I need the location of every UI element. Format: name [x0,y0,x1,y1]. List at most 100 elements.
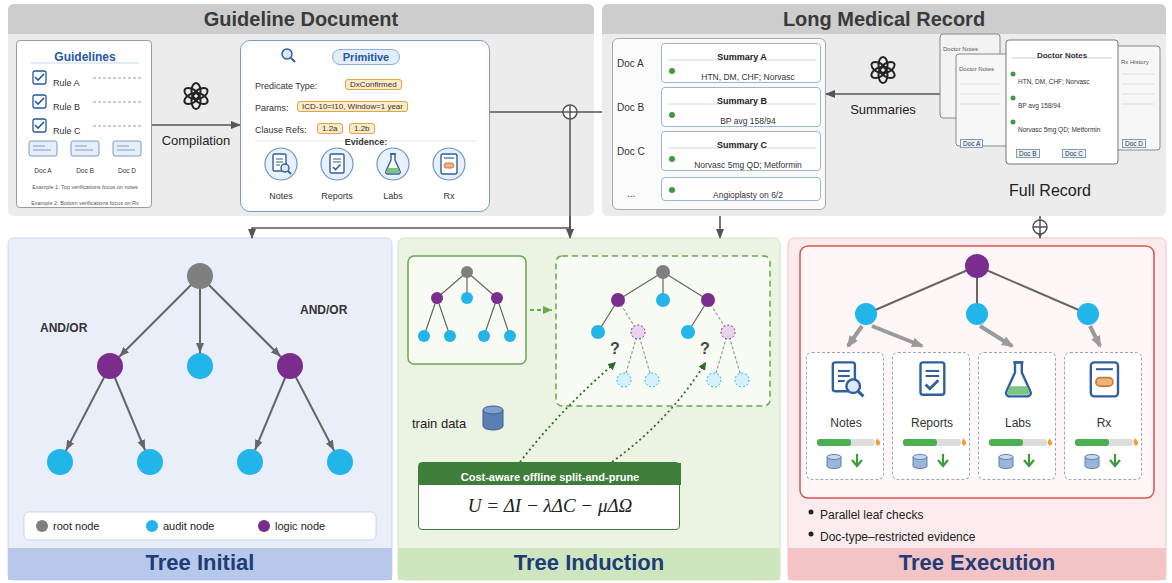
node-text: Doctor Notes [1037,51,1087,60]
record-stack: Doctor NotesDoctor NotesDoctor NotesRx H… [940,34,1160,212]
panel: Tree ExecutionNotesReportsLabsRx [788,238,1166,580]
node-text: Rx [1097,416,1112,430]
text-holder: Doc A [25,159,61,177]
node-text: BP avg 158/94 [720,116,776,126]
node-text: Rule B [53,102,80,112]
node-text: Tree Induction [514,550,664,575]
primitive-card: PrimitivePredicate Type: DxConfirmedParam… [240,40,490,212]
node-text: Doctor Notes [943,46,978,52]
text-holder: Norvasc 5mg QD; Metformin [1018,118,1100,136]
node-text: HTN, DM, CHF; Norvasc [701,72,795,82]
text-holder: Notes [807,413,885,431]
node-text: Notes [830,416,861,430]
text-holder: Clause Refs: [255,119,307,137]
node-text: Clause Refs: [255,125,307,135]
text-holder: U = ΔI − λΔC − μΔΩ [419,495,681,517]
panel: Tree Induction Cost-aware offline split-a… [398,238,780,580]
text-holder: Rule B [53,96,80,114]
node-text: Reports [911,416,953,430]
text-holder: Labs [979,413,1057,431]
legend-text: root node [53,520,99,532]
connector [719,216,721,238]
legend-item: logic node [258,520,325,532]
legend-text: audit node [163,520,214,532]
node-text: Guidelines [54,50,115,64]
node-text: Doc C [617,146,645,157]
text-holder: Doc C [1062,142,1086,160]
node-text: Labs [1005,416,1031,430]
node-text: Rx History [1121,59,1149,65]
node-text: Doc A [617,58,644,69]
node-text: Primitive [332,49,400,65]
annotation: ? [610,340,620,357]
text-holder: Params: [255,97,289,115]
summary-card: Summary A HTN, DM, CHF; Norvasc [661,43,821,83]
induction-trees [408,256,770,462]
node-text: Doctor Notes [959,66,994,72]
node-text: U = ΔI − λΔC − μΔΩ [468,495,633,516]
node-text: Tree Initial [146,550,255,575]
node-text: Norvasc 5mg QD; Metformin [694,160,802,170]
evidence-card: Labs [978,352,1056,480]
text-holder: BP avg 158/94 [678,110,818,128]
annotation: AND/OR [40,321,87,335]
node-text: 1.2b [349,123,375,134]
node-text: Cost-aware offline split-and-prune [461,471,639,483]
text-holder: Doc D [1122,132,1146,150]
text-holder: Predicate Type: [255,75,317,93]
node-text: Labs [383,191,403,201]
node-text: Long Medical Record [783,8,985,30]
evidence-icon: Rx [425,147,473,205]
evidence-card: Notes [806,352,884,480]
text-holder: Norvasc 5mg QD; Metformin [678,154,818,172]
node-text: Doc B [1016,149,1040,158]
node-text: HTN, DM, CHF; Norvasc [1018,78,1090,85]
evidence-icon: Notes [257,147,305,205]
text-holder: 1.2b [349,117,375,135]
initial-tree [24,263,376,540]
node-text: Example 1: Top verifications focus on no… [32,184,138,190]
text-holder: AND/OR [300,300,347,318]
annotation: Doc-type–restricted evidence [820,530,975,544]
text-holder: Example 2: Bottom verifications focus on… [22,191,148,209]
node-text: Summary A [717,52,767,62]
node-text: BP avg 158/94 [1018,102,1061,109]
node-text: ... [627,188,635,199]
llm-logo [182,83,209,109]
node-text: DxConfirmed [345,79,402,90]
connector [826,93,940,95]
text-holder: Rule A [53,72,80,90]
text-holder: HTN, DM, CHF; Norvasc [678,66,818,84]
text-holder: ? [610,340,620,358]
text-holder: Labs [369,185,417,203]
text-holder: Doc A [617,53,644,71]
text-holder: Angioplasty on 6/2 [678,184,818,202]
text-holder: Rx History [1121,50,1149,68]
text-holder: Compilation [160,131,233,149]
text-holder: Full Record [940,182,1160,200]
node-text: Doc A [34,167,51,174]
node-text: Summary C [717,140,767,150]
summary-card: Summary B BP avg 158/94 [661,87,821,127]
node-text: Reports [321,191,353,201]
text-holder: BP avg 158/94 [1018,94,1061,112]
execution-tree [800,246,1154,537]
evidence-card: Reports [892,352,970,480]
summary-card: Angioplasty on 6/2 [661,177,821,201]
text-holder: Doctor Notes [1006,44,1118,62]
legend-item: audit node [146,520,214,532]
node-text: Notes [269,191,293,201]
text-holder: Doctor Notes [959,57,994,75]
text-holder: ? [700,340,710,358]
node-text: Full Record [1009,182,1091,199]
text-holder: 1.2a [317,117,343,135]
text-holder: AND/OR [40,318,87,336]
text-holder: Summary B [662,90,822,108]
text-holder: Doc B [617,97,644,115]
summary-list: Doc A Doc B Doc C... Summary A HTN, DM, CHF;… [612,38,826,210]
connector [1039,216,1041,238]
utility-formula-box: Cost-aware offline split-and-prune U = ΔI… [418,462,680,530]
text-holder: Doc C [617,141,645,159]
evidence-card: Rx [1064,352,1142,480]
guideline-document: GuidelinesRule ARule BRule CDoc ADoc BDo… [16,40,152,208]
